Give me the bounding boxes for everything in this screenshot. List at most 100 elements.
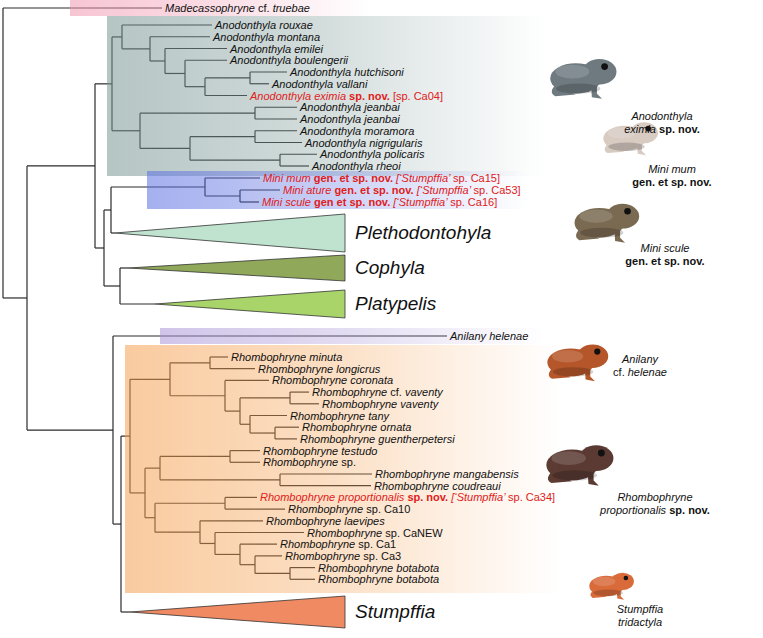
clade-band: Mini mum gen. et sp. nov. [‘Stumpffia’ s… [147,171,527,209]
taxon-name: Rhombophryne mangabensis [375,467,519,481]
tree-branch [104,285,120,286]
name-part: Rhombophryne [318,573,396,585]
taxon-name: Anodonthyla vallani [272,77,367,91]
name-part: sp. [474,184,492,196]
name-part: Ca04] [414,90,443,102]
clade-label: Stumpffia [355,601,435,623]
name-part: Mini [263,172,286,184]
taxon-name: Anodonthyla moramora [300,124,414,138]
name-part: [‘Stumpffia’ [417,184,474,196]
name-part: Rhombophryne [285,550,363,562]
tree-branch [104,209,111,210]
name-part: et [360,184,373,196]
name-part: coudreaui [452,480,500,492]
taxon-name: Rhombophryne sp. Ca1 [280,537,396,551]
tree-branch [27,429,113,430]
name-part: nov. [678,123,700,135]
photo-caption: Stumpffia tridactyla [565,603,715,629]
tree-branch [113,523,121,524]
photo-caption: Anilany cf. helenae [565,353,715,379]
name-part: tridactyla [618,616,662,628]
name-part: gen. [314,172,340,184]
name-part: montana [277,31,320,43]
name-part: sp. [659,123,678,135]
name-part: jeanbai [364,101,399,113]
name-part: moramora [364,125,414,137]
name-part: eximia [624,123,659,135]
name-part: Ca15] [471,172,500,184]
name-part: Mini [648,163,671,175]
name-part: helenae [489,330,528,342]
taxon-name: Anodonthyla eximia sp. nov. [sp. Ca04] [250,89,443,103]
name-part: Anodonthyla [272,78,336,90]
name-part: Anodonthyla [230,54,294,66]
collapsed-clade: Platypelis [155,289,475,319]
name-part: nov. [690,176,712,188]
name-part: mum [286,172,314,184]
tree-branch [95,247,104,248]
name-part: Rhombophryne [231,351,309,363]
name-part: helenae [628,366,667,378]
name-part: botabota [396,562,439,574]
name-part: Anodonthyla [230,43,294,55]
tree-branch [2,8,3,298]
collapsed-clade: Stumpffia [130,595,470,629]
name-part: sp. [373,184,392,196]
taxon-name: Rhombophryne laevipes [266,514,385,528]
name-part: Anodonthyla [215,19,279,31]
name-part: Anodonthyla [213,31,277,43]
name-part: et [339,172,352,184]
taxon-name: Anilany helenae [450,329,528,343]
taxon-name: Anodonthyla policaris [320,147,425,161]
taxon-name: Rhombophryne minuta [231,350,342,364]
clade-label: Plethodontohyla [355,222,491,244]
taxon-name: Rhombophryne sp. [263,455,356,469]
frog-photo [550,59,616,99]
name-part: nigrigularis [369,137,422,149]
tree-branch [121,611,130,612]
name-part: scule [664,242,690,254]
name-part: truebae [273,2,310,14]
name-part: guentherpetersi [378,433,454,445]
name-part: Rhombophryne [322,398,400,410]
name-part: sp. [385,527,403,539]
photo-caption: Anodonthyla eximia sp. nov. [587,110,737,136]
taxon-name: Rhombophryne guentherpetersi [300,432,455,446]
name-part: sp. [349,90,368,102]
taxon-name: Anodonthyla montana [213,30,320,44]
name-part: Rhombophryne [260,491,338,503]
taxon-name: Rhombophryne sp. Ca10 [288,502,410,516]
taxon-name: Rhombophryne sp. CaNEW [307,526,443,540]
collapsed-clade: Plethodontohyla [115,213,497,253]
taxon-name: Rhombophryne botabota [318,572,439,586]
name-part: minuta [309,351,342,363]
clade-label: Cophyla [355,257,425,279]
name-part: Rhombophryne [307,527,385,539]
name-part: Rhombophryne [374,480,452,492]
name-part: sp. [664,255,683,267]
name-part: Rhombophryne [280,538,358,550]
name-part: Rhombophryne [263,456,341,468]
name-part: vaventy [400,398,438,410]
name-part: Anodonthyla [305,137,369,149]
triangle-shape [128,255,345,281]
name-part: jeanbai [364,113,399,125]
clade-band: Anilany helenae [160,328,545,344]
name-part: [‘Stumpffia’ [396,172,453,184]
name-part: Anodonthyla [290,66,354,78]
name-part: [‘Stumpffia’ [451,491,508,503]
name-part: policaris [384,148,424,160]
name-part: emilei [294,43,323,55]
taxon-name: Anodonthyla emilei [230,42,323,56]
name-part: mangabensis [453,468,518,480]
tree-branch [120,303,155,304]
triangle-shape [155,290,345,318]
name-part: et [658,176,671,188]
name-part: botabota [396,573,439,585]
clade-band: Anodonthyla rouxaeAnodonthyla montanaAno… [107,16,547,176]
clade-label: Platypelis [355,293,436,315]
name-part: sp. [349,196,368,208]
name-part: longicrus [336,363,380,375]
name-part: nov. [371,172,396,184]
clade-triangle [115,213,347,253]
